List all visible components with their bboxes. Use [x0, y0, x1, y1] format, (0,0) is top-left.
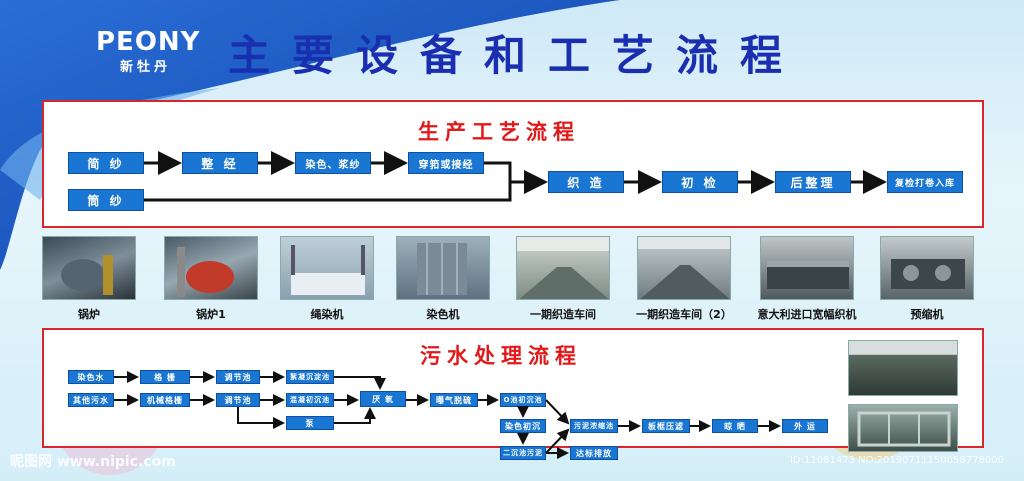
ww-box-pump: 泵 — [286, 416, 334, 430]
photo-preshrink — [880, 236, 974, 300]
photo-label-dyeing-machine: 染色机 — [426, 308, 460, 321]
ww-box-adjust-2: 调节池 — [216, 393, 260, 407]
flow-box-reeding: 穿筘或接经 — [408, 152, 484, 174]
ww-box-coag-init: 混凝初沉池 — [286, 393, 334, 407]
ww-box-dye-init: 染色初沉 — [500, 419, 546, 433]
logo: PEONY 新牡丹 — [96, 28, 201, 75]
flow-box-weaving: 织 造 — [548, 171, 624, 193]
page-title: 主要设备和工艺流程 — [228, 31, 805, 80]
flow-box-finishing: 后整理 — [775, 171, 851, 193]
logo-sub-text: 新牡丹 — [120, 60, 172, 75]
ww-box-filter-press: 板框压滤 — [642, 419, 690, 433]
flow-box-jian-sha: 简 纱 — [68, 152, 144, 174]
photo-label-rope-dyeing: 绳染机 — [310, 308, 344, 321]
photo-label-boiler-1: 锅炉1 — [196, 308, 226, 321]
photo-dyeing-machine — [396, 236, 490, 300]
image-id: ID:11081473 NO:20190711150658778000 — [790, 455, 1004, 466]
ww-box-other-water: 其他污水 — [68, 393, 114, 407]
photo-label-weaving-workshop-2: 一期织造车间（2） — [636, 308, 732, 321]
photo-sewage-tank-1 — [848, 340, 958, 396]
ww-box-discharge: 达标排放 — [570, 446, 618, 460]
ww-box-sludge-thick: 污泥浓缩池 — [570, 419, 618, 433]
ww-box-grid: 格 栅 — [140, 370, 190, 384]
ww-box-anaerobic: 厌 氧 — [360, 391, 406, 407]
photo-wide-loom — [760, 236, 854, 300]
flow-box-initial-inspection: 初 检 — [662, 171, 738, 193]
production-title: 生产工艺流程 — [418, 120, 580, 144]
photo-label-weaving-workshop: 一期织造车间 — [530, 308, 596, 321]
flow-box-dyeing-sizing: 染色、浆纱 — [295, 152, 371, 174]
photo-rope-dyeing — [280, 236, 374, 300]
photo-boiler-1 — [164, 236, 258, 300]
flow-box-final-inspection: 复检打卷入库 — [887, 171, 963, 193]
ww-box-mech-grid: 机械格栅 — [140, 393, 190, 407]
photo-label-wide-loom: 意大利进口宽幅织机 — [757, 308, 857, 321]
flow-box-warping: 整 经 — [182, 152, 258, 174]
photo-label-preshrink: 预缩机 — [910, 308, 944, 321]
ww-box-drying: 晾 晒 — [712, 419, 758, 433]
ww-box-adjust-1: 调节池 — [216, 370, 260, 384]
photo-label-boiler: 锅炉 — [78, 308, 100, 321]
ww-box-dye-water: 染色水 — [68, 370, 114, 384]
ww-box-transport: 外 运 — [782, 419, 828, 433]
photo-boiler — [42, 236, 136, 300]
flow-box-tong-sha: 筒 纱 — [68, 189, 144, 211]
ww-box-second-sludge: 二沉池污泥 — [500, 446, 546, 460]
wastewater-title: 污水处理流程 — [420, 344, 582, 368]
watermark: 昵图网 www.nipic.com — [10, 454, 176, 470]
logo-main-text: PEONY — [96, 27, 201, 57]
photo-sewage-tank-2 — [848, 404, 958, 452]
ww-box-aeration: 曝气脱硫 — [430, 393, 478, 407]
photo-weaving-workshop — [516, 236, 610, 300]
photo-weaving-workshop-2 — [637, 236, 731, 300]
ww-box-coag-settle: 絮凝沉淀池 — [286, 370, 334, 384]
